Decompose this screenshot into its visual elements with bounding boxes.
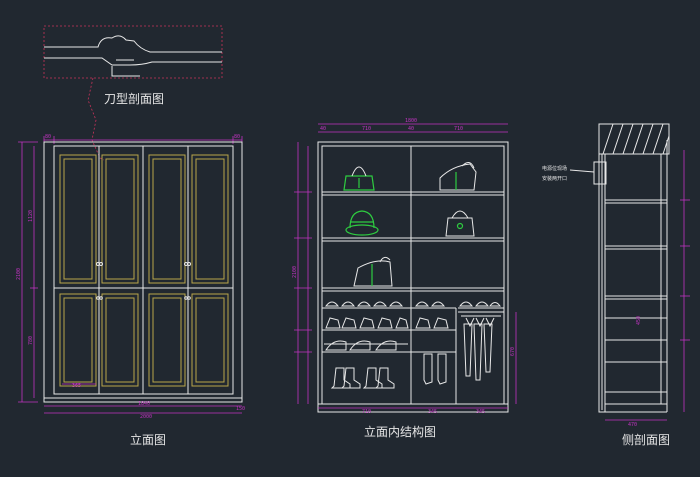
dim-mid-bottom-a: 710 — [362, 409, 371, 415]
hat-icon — [345, 210, 379, 236]
socket-note-line1: 电源位现场 — [542, 165, 567, 172]
umbrellas-icon — [461, 315, 501, 381]
dim-mid-left-bay: 710 — [362, 126, 371, 132]
dim-left-upper: 1120 — [28, 210, 34, 222]
tall-boots-icon — [423, 353, 447, 385]
shoe-row-3 — [324, 340, 408, 351]
dim-mid-bottom-c: 345 — [476, 409, 485, 415]
dim-side-depth: 470 — [628, 422, 637, 428]
dim-mid-height: 2100 — [292, 266, 298, 278]
dim-side-shelf: 450 — [636, 316, 642, 325]
side-section-label: 侧剖面图 — [622, 433, 670, 447]
dim-left-inner-width: 1840 — [138, 401, 150, 407]
dim-mid-total-width: 1800 — [405, 118, 417, 124]
profile-section-drawing: 刀型剖面图 — [43, 25, 223, 161]
dim-left-lower: 780 — [28, 336, 34, 345]
interior-elevation-drawing: 1800 40 710 40 710 — [292, 118, 517, 439]
interior-elevation-label: 立面内结构图 — [364, 424, 436, 439]
boots-icon — [330, 367, 395, 389]
profile-section-label: 刀型剖面图 — [104, 92, 164, 106]
front-elevation-drawing: 80 80 2100 1120 780 3 — [16, 134, 245, 447]
side-section-drawing: 电源位现场 安装两开口 450 470 侧剖面图 — [542, 123, 690, 447]
dim-mid-bottom-b: 345 — [428, 409, 437, 415]
dim-mid-right-bay: 710 — [454, 126, 463, 132]
handbag-icon — [343, 166, 375, 191]
elevation-label: 立面图 — [130, 432, 166, 447]
dim-mid-center: 40 — [408, 126, 414, 132]
shoe-row-2 — [325, 317, 449, 329]
shoe-row-1 — [324, 301, 501, 307]
dim-left-total-width: 2000 — [140, 414, 152, 420]
dim-mid-hanging: 670 — [510, 347, 516, 356]
tote-bag-icon — [439, 162, 477, 191]
socket-note-line2: 安装两开口 — [542, 175, 567, 182]
dim-left-panel: 365 — [72, 383, 81, 389]
clutch-bag-icon — [353, 256, 393, 287]
dim-mid-side-a: 40 — [320, 126, 326, 132]
purse-icon — [445, 210, 475, 237]
dim-left-side-a: 80 — [45, 134, 51, 140]
dim-left-height: 2100 — [16, 268, 22, 280]
dim-left-side-b: 80 — [234, 134, 240, 140]
dim-left-end: 150 — [236, 406, 245, 412]
